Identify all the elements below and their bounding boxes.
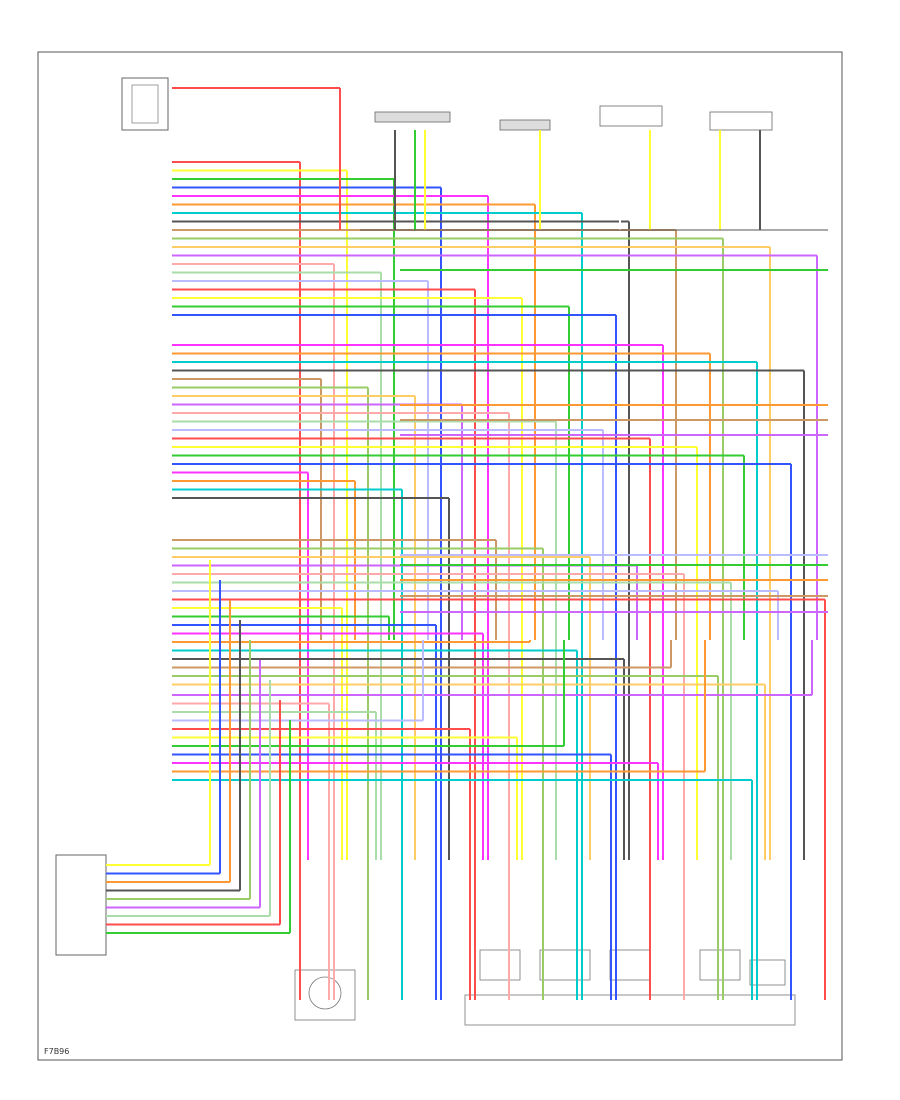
top-left-sensor [121,77,169,131]
bottom-left-module [55,854,107,956]
wire-layer [106,87,828,1000]
bottom-right-module [464,949,796,1026]
top-component-1 [374,111,451,123]
top-component-2 [499,119,551,131]
top-component-4 [709,111,773,131]
bottom-center-switch [294,969,356,1021]
diagram-code: F7B96 [44,1047,69,1056]
diagram-border [37,51,843,1061]
top-component-3 [599,105,663,127]
